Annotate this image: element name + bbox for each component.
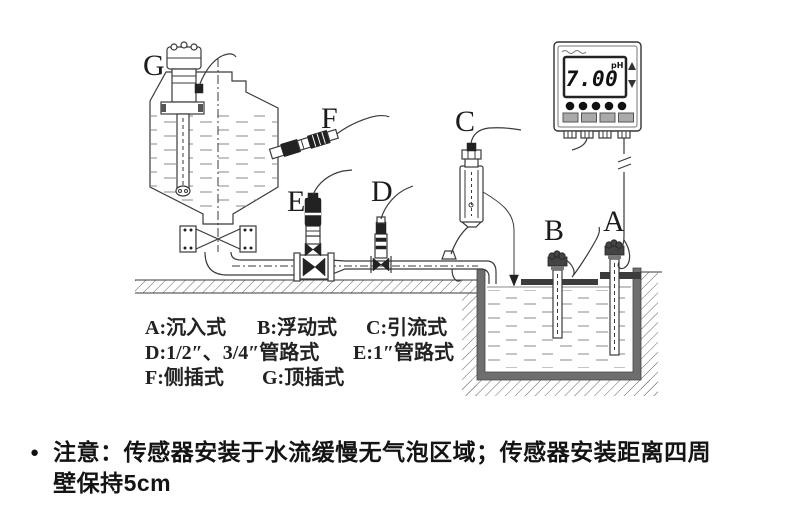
sensor-g-top-insertion — [160, 41, 237, 197]
sensor-e-pipe-mount — [304, 169, 353, 257]
legend-item-g: G:顶插式 — [262, 365, 344, 389]
lcd-display — [562, 55, 628, 99]
legend-item-d: D:1/2″、3/4″管路式 — [145, 340, 319, 364]
note-line-2: 壁保持5cm — [53, 470, 172, 496]
legend-item-e: E:1″管路式 — [353, 340, 454, 364]
legend-item-f: F:侧插式 — [145, 365, 224, 389]
sensor-a-submersion — [600, 239, 641, 356]
installation-diagram: 7.00 pH — [135, 41, 662, 396]
label-c: C — [455, 105, 475, 138]
flow-arrow-icon — [509, 274, 519, 287]
lcd-unit: pH — [611, 61, 623, 70]
outlet-valve — [179, 225, 257, 253]
meter-cable-right — [616, 138, 632, 270]
pipeline — [204, 191, 519, 287]
round-buttons — [565, 101, 627, 111]
label-g: G — [143, 49, 165, 82]
note-line-1: 注意：传感器安装于水流缓慢无气泡区域；传感器安装距离四周 — [53, 439, 712, 465]
label-e: E — [287, 185, 305, 218]
up-arrow-icon — [628, 62, 636, 70]
legend-item-c: C:引流式 — [366, 315, 447, 339]
ph-controller: 7.00 pH — [553, 41, 642, 270]
lcd-value: 7.00 — [566, 67, 619, 91]
legend-item-a: A:沉入式 — [145, 316, 226, 339]
label-a: A — [603, 205, 625, 238]
sensor-d-pipe-mount — [374, 185, 414, 259]
sensor-e-cable — [312, 169, 353, 196]
legend: A:沉入式 B:浮动式 C:引流式 D:1/2″、3/4″管路式 E:1″管路式… — [145, 315, 454, 389]
down-arrow-icon — [628, 80, 636, 88]
sensor-f-cable — [336, 114, 390, 135]
sensor-d-cable — [380, 185, 414, 220]
tank-water — [150, 110, 278, 210]
sensor-b-floating — [521, 226, 600, 339]
label-b: B — [544, 214, 564, 247]
sensor-c-cable — [470, 127, 522, 144]
sensor-b-cable — [563, 226, 600, 278]
ground-hatching — [135, 271, 662, 396]
cable-glands — [563, 130, 631, 139]
key-buttons — [562, 112, 634, 123]
sensor-f-side-insertion — [268, 114, 390, 160]
brand-logo — [561, 50, 587, 54]
sensor-c-flow-cell — [450, 127, 522, 255]
sensor-g-cable — [198, 53, 237, 87]
legend-item-b: B:浮动式 — [257, 315, 337, 339]
meter-cable-left — [571, 137, 588, 151]
installation-note: ● 注意：传感器安装于水流缓慢无气泡区域；传感器安装距离四周 壁保持5cm — [30, 437, 780, 499]
mount-bracket — [600, 272, 641, 279]
bullet-icon: ● — [30, 444, 40, 461]
label-d: D — [371, 175, 393, 208]
tank — [149, 58, 279, 256]
label-f: F — [321, 102, 338, 135]
flow-line — [482, 191, 515, 276]
